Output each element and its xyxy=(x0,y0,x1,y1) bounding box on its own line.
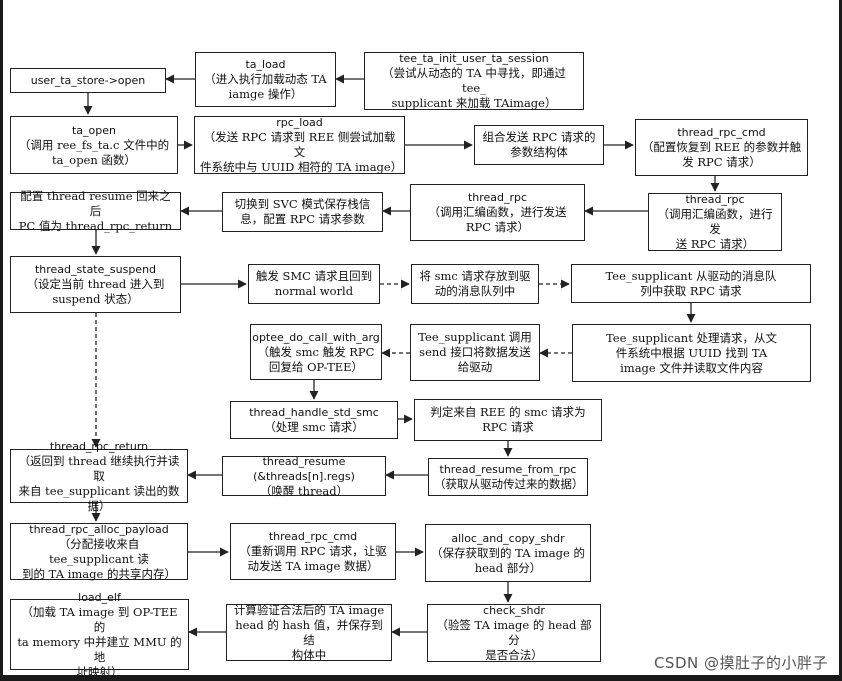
node-resume-pc: 配置 thread resume 回来之后 PC 值为 thread_rpc_r… xyxy=(10,189,181,233)
node-title: ta_open xyxy=(71,123,116,137)
node-alloc-and-copy-shdr: alloc_and_copy_shdr （保存获取到的 TA image 的 h… xyxy=(425,524,591,582)
node-calc-hash: 计算验证合法后的 TA image head 的 hash 值，并保存到结 构体… xyxy=(226,602,392,662)
node-thread-rpc-cmd-1: thread_rpc_cmd （配置恢复到 REE 的参数并触 发 RPC 请求… xyxy=(635,119,808,176)
node-title: thread_rpc xyxy=(467,191,528,204)
node-desc: （触发 smc 触发 RPC 回复给 OP-TEE） xyxy=(257,344,375,374)
node-ta-load: ta_load （进入执行加载动态 TA iamge 操作） xyxy=(195,52,336,107)
node-ta-open: ta_open （调用 ree_fs_ta.c 文件中的 ta_open 函数） xyxy=(10,116,178,174)
node-desc: （发送 RPC 请求到 REE 侧尝试加载文 件系统中与 UUID 相符的 TA… xyxy=(200,130,403,174)
node-optee-do-call: optee_do_call_with_arg （触发 smc 触发 RPC 回复… xyxy=(250,324,382,380)
node-desc: （配置恢复到 REE 的参数并触 发 RPC 请求） xyxy=(641,140,802,169)
node-desc: 判定来自 REE 的 smc 请求为 RPC 请求 xyxy=(430,405,586,434)
node-title: tee_ta_init_user_ta_session xyxy=(399,52,549,65)
node-desc: （唤醒 thread） xyxy=(259,483,349,498)
node-init-user-ta-session: tee_ta_init_user_ta_session （尝试从动态的 TA 中… xyxy=(364,52,584,110)
node-desc: 计算验证合法后的 TA image head 的 hash 值，并保存到结 构体… xyxy=(233,602,385,662)
node-desc: Tee_supplicant 从驱动的消息队 列中获取 RPC 请求 xyxy=(605,268,777,298)
node-store-open: user_ta_store->open xyxy=(10,68,166,93)
node-thread-resume: thread_resume (&threads[n].regs) （唤醒 thr… xyxy=(222,454,386,498)
node-desc: （尝试从动态的 TA 中寻找，即通过 tee_ supplicant 来加载 T… xyxy=(382,66,566,110)
node-title: thread_rpc_cmd xyxy=(268,530,358,543)
node-desc: （验签 TA image 的 head 部分 是否合法） xyxy=(436,618,592,662)
node-handle-std-smc: thread_handle_std_smc （处理 smc 请求） xyxy=(230,401,398,439)
node-desc: （保存获取到的 TA image 的 head 部分） xyxy=(431,545,585,575)
node-resume-from-rpc: thread_resume_from_rpc （获取从驱动传过来的数据） xyxy=(428,458,588,496)
node-supplicant-process: Tee_supplicant 处理请求，从文 件系统中根据 UUID 找到 TA… xyxy=(572,324,811,382)
node-thread-state-suspend: thread_state_suspend （设定当前 thread 进入到 su… xyxy=(10,256,181,313)
node-desc: 配置 thread resume 回来之后 PC 值为 thread_rpc_r… xyxy=(18,188,173,233)
node-desc: 切换到 SVC 模式保存栈信 息，配置 RPC 请求参数 xyxy=(234,197,371,226)
node-desc: （处理 smc 请求） xyxy=(264,420,364,434)
node-desc: （调用 ree_fs_ta.c 文件中的 ta_open 函数） xyxy=(18,137,170,167)
node-assemble-rpc-params: 组合发送 RPC 请求的 参数结构体 xyxy=(474,125,604,165)
node-thread-rpc-right: thread_rpc （调用汇编函数，进行发 送 RPC 请求） xyxy=(648,193,782,251)
node-smc-queue: 将 smc 请求存放到驱 动的消息队列中 xyxy=(411,264,539,304)
node-thread-rpc-mid: thread_rpc （调用汇编函数，进行发送 RPC 请求） xyxy=(410,184,585,241)
node-title: thread_rpc_alloc_payload xyxy=(29,522,169,536)
node-desc: 将 smc 请求存放到驱 动的消息队列中 xyxy=(419,269,531,298)
node-thread-rpc-return: thread_rpc_return （返回到 thread 继续执行并读取 来自… xyxy=(10,440,188,513)
node-load-elf: load_elf （加载 TA image 到 OP-TEE 的 ta memo… xyxy=(10,591,189,679)
node-title: load_elf xyxy=(78,590,121,604)
node-desc: 触发 SMC 请求且回到 normal world xyxy=(255,269,373,298)
node-supplicant-send: Tee_supplicant 调用 send 接口将数据发送 给驱动 xyxy=(410,324,540,381)
node-title: thread_rpc_return xyxy=(49,439,149,453)
node-title: alloc_and_copy_shdr xyxy=(451,531,565,545)
node-title: ta_load xyxy=(245,58,286,71)
node-desc: （获取从驱动传过来的数据） xyxy=(434,477,584,491)
node-title: thread_rpc_cmd xyxy=(677,126,766,139)
node-desc: （进入执行加载动态 TA iamge 操作） xyxy=(204,72,327,101)
node-title: thread_resume (&threads[n].regs) xyxy=(253,454,355,483)
node-svc-switch: 切换到 SVC 模式保存栈信 息，配置 RPC 请求参数 xyxy=(222,192,383,232)
csdn-watermark: CSDN @摸肚子的小胖子 xyxy=(653,654,828,672)
node-title: optee_do_call_with_arg xyxy=(252,330,380,344)
node-supplicant-get: Tee_supplicant 从驱动的消息队 列中获取 RPC 请求 xyxy=(571,264,811,303)
node-desc: （重新调用 RPC 请求，让驱 动发送 TA image 数据） xyxy=(239,544,387,573)
node-desc: 组合发送 RPC 请求的 参数结构体 xyxy=(482,130,596,159)
node-desc: Tee_supplicant 处理请求，从文 件系统中根据 UUID 找到 TA… xyxy=(605,330,777,375)
node-judge-rpc: 判定来自 REE 的 smc 请求为 RPC 请求 xyxy=(414,399,602,441)
node-title: thread_resume_from_rpc xyxy=(439,463,577,476)
node-title: user_ta_store->open xyxy=(30,74,146,87)
node-title: thread_state_suspend xyxy=(34,263,157,276)
node-alloc-payload: thread_rpc_alloc_payload （分配接收来自 tee_sup… xyxy=(10,522,188,581)
node-title: thread_rpc xyxy=(685,193,745,206)
node-desc: （调用汇编函数，进行发 送 RPC 请求） xyxy=(657,207,773,251)
node-thread-rpc-cmd-2: thread_rpc_cmd （重新调用 RPC 请求，让驱 动发送 TA im… xyxy=(230,523,396,580)
node-desc: Tee_supplicant 调用 send 接口将数据发送 给驱动 xyxy=(418,330,532,374)
node-title: check_shdr xyxy=(483,604,545,617)
node-desc: （设定当前 thread 进入到 suspend 状态） xyxy=(26,277,165,306)
node-desc: （加载 TA image 到 OP-TEE 的 ta memory 中并建立 M… xyxy=(17,604,182,679)
node-desc: （返回到 thread 继续执行并读取 来自 tee_supplicant 读出… xyxy=(18,453,180,513)
node-desc: （调用汇编函数，进行发送 RPC 请求） xyxy=(428,205,567,234)
node-rpc-load: rpc_load （发送 RPC 请求到 REE 侧尝试加载文 件系统中与 UU… xyxy=(194,116,405,174)
node-title: rpc_load xyxy=(276,116,323,129)
node-check-shdr: check_shdr （验签 TA image 的 head 部分 是否合法） xyxy=(427,604,601,662)
node-title: thread_handle_std_smc xyxy=(249,406,379,419)
node-smc-normal-world: 触发 SMC 请求且回到 normal world xyxy=(248,264,380,304)
node-desc: （分配接收来自 tee_supplicant 读 到的 TA image 的共享… xyxy=(22,536,176,581)
